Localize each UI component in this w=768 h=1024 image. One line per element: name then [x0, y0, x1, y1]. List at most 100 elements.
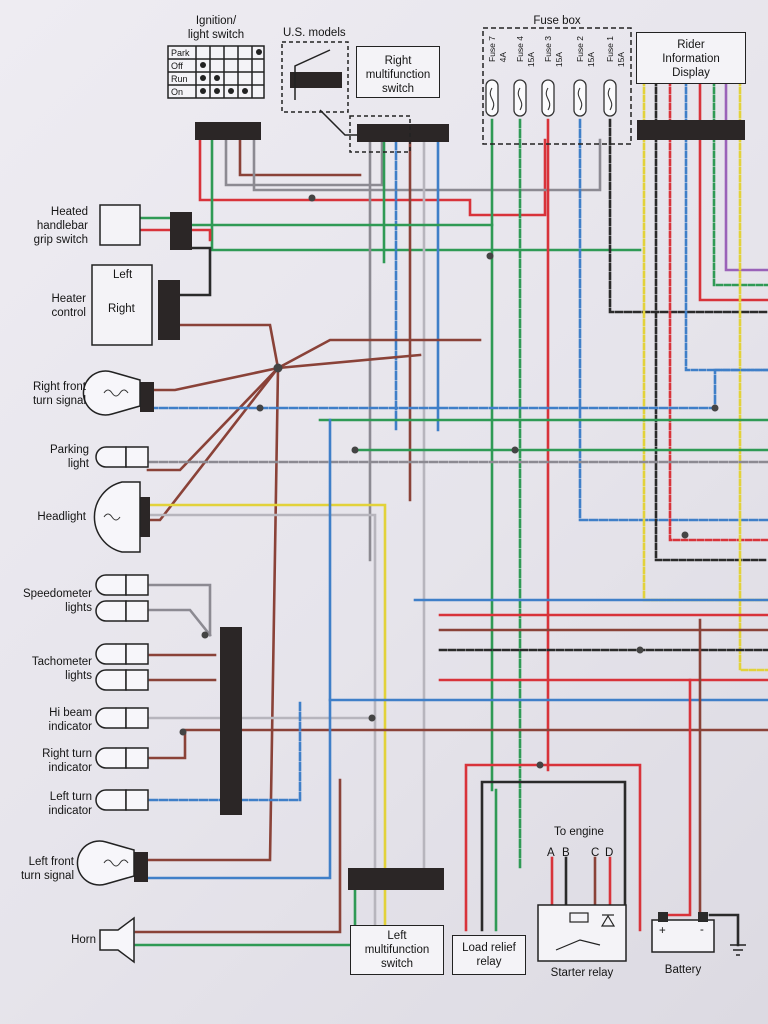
- battery-label: Battery: [664, 964, 702, 976]
- connector-cluster: [220, 627, 242, 815]
- connector-headlight: [140, 497, 150, 537]
- right-turn-ind-socket: [125, 747, 149, 769]
- filament: [103, 389, 129, 397]
- connector-right-mf: [357, 124, 449, 142]
- connector-grip: [170, 212, 192, 250]
- right-mf-switch-box: [356, 46, 440, 98]
- starter-relay-coil: [569, 912, 589, 923]
- junction-dot: [256, 404, 264, 412]
- connector-rfts: [140, 382, 154, 412]
- starter-relay-box: [537, 904, 627, 962]
- horn-label: Horn: [71, 934, 96, 946]
- wire-red-rid: [668, 78, 768, 542]
- connector-ignition: [195, 122, 261, 140]
- wire-brown-star1: [276, 353, 422, 370]
- wire-brown-star4: [146, 366, 280, 522]
- wire-black-heater: [178, 246, 212, 297]
- us-models-label: U.S. models: [283, 27, 346, 39]
- wire-brown-heater: [178, 323, 280, 370]
- wire-red-battery: [663, 678, 692, 917]
- us-models-switch: [294, 49, 331, 100]
- wire-brown-cluster3: [148, 728, 232, 760]
- wire-black-load: [480, 780, 627, 932]
- right-mf-dashed: [349, 115, 411, 153]
- hibeam-bulb: [95, 707, 127, 729]
- speedo-bulb-1: [95, 574, 127, 596]
- star-junction: [273, 363, 283, 373]
- heater-right-label: Right: [108, 303, 135, 315]
- connector-heater: [158, 280, 180, 340]
- ignition-pos-run: Run: [171, 74, 188, 84]
- heater-left-label: Left: [113, 269, 133, 281]
- wire-black-ground: [708, 913, 740, 947]
- left-front-turn-bulb: [76, 840, 135, 886]
- wire-red-load: [464, 763, 642, 932]
- wire-blue-rfts: [148, 368, 768, 410]
- heater-control-box: [91, 264, 153, 346]
- ignition-contact: [242, 88, 248, 94]
- headlight-lamp: [93, 481, 141, 553]
- fuse-4-rating: 15A: [526, 52, 536, 68]
- fuse-box-outline: [482, 27, 632, 145]
- ignition-contact: [256, 49, 262, 55]
- connector-left-mf: [348, 868, 444, 890]
- wire-red-ignition: [198, 138, 547, 217]
- junction-dot: [681, 531, 689, 539]
- wire-brown-ignition: [238, 138, 362, 177]
- wire-yellow-head: [148, 503, 387, 932]
- wire-green-horn: [134, 888, 357, 947]
- to-engine-label: To engine: [554, 826, 604, 838]
- wire-yellow-rid2: [738, 78, 768, 672]
- connector-us-models: [290, 72, 342, 88]
- wire-gray-cluster1: [148, 583, 212, 637]
- load-relief-box: [452, 935, 526, 975]
- junction-dot: [511, 446, 519, 454]
- wire-blue-lfts: [146, 418, 332, 880]
- left-mf-switch-box: [350, 925, 444, 975]
- fuse-element: [517, 87, 523, 111]
- ignition-pos-on: On: [171, 87, 184, 97]
- ignition-contact: [200, 62, 206, 68]
- junction-dot: [201, 631, 209, 639]
- wire-red-grip: [138, 228, 212, 242]
- fuse-element: [545, 87, 551, 111]
- wire-blue-fuse2: [578, 118, 768, 522]
- speedo-bulb-2: [95, 600, 127, 622]
- fuse-1-rating: 15A: [616, 52, 626, 68]
- fuse-1-label: Fuse 1: [605, 36, 615, 62]
- fuse-2-label: Fuse 2: [575, 36, 585, 62]
- left-turn-ind-bulb: [95, 789, 127, 811]
- fuse-box-label: Fuse box: [533, 15, 581, 27]
- fuse-element: [607, 87, 613, 111]
- wire-black-rid: [654, 78, 768, 562]
- battery-minus-label: -: [700, 924, 704, 936]
- starter-relay-label: Starter relay: [550, 967, 614, 979]
- wire-brown-fuse1: [608, 118, 768, 314]
- wire-yellow-rid: [642, 78, 768, 602]
- fuse-element: [489, 87, 495, 111]
- junction-dot: [308, 194, 316, 202]
- ignition-contact: [214, 88, 220, 94]
- wire-green-rid: [712, 78, 768, 287]
- relay-pin-d: D: [605, 847, 614, 859]
- ignition-pos-park: Park: [171, 48, 190, 58]
- junction-dot: [368, 714, 376, 722]
- junction-dot: [536, 761, 544, 769]
- wire-gray-ignition: [224, 138, 384, 187]
- junction-dot: [179, 728, 187, 736]
- rid-box: [636, 32, 746, 84]
- fuse-3-label: Fuse 3: [543, 36, 553, 62]
- horn-symbol: [99, 916, 135, 964]
